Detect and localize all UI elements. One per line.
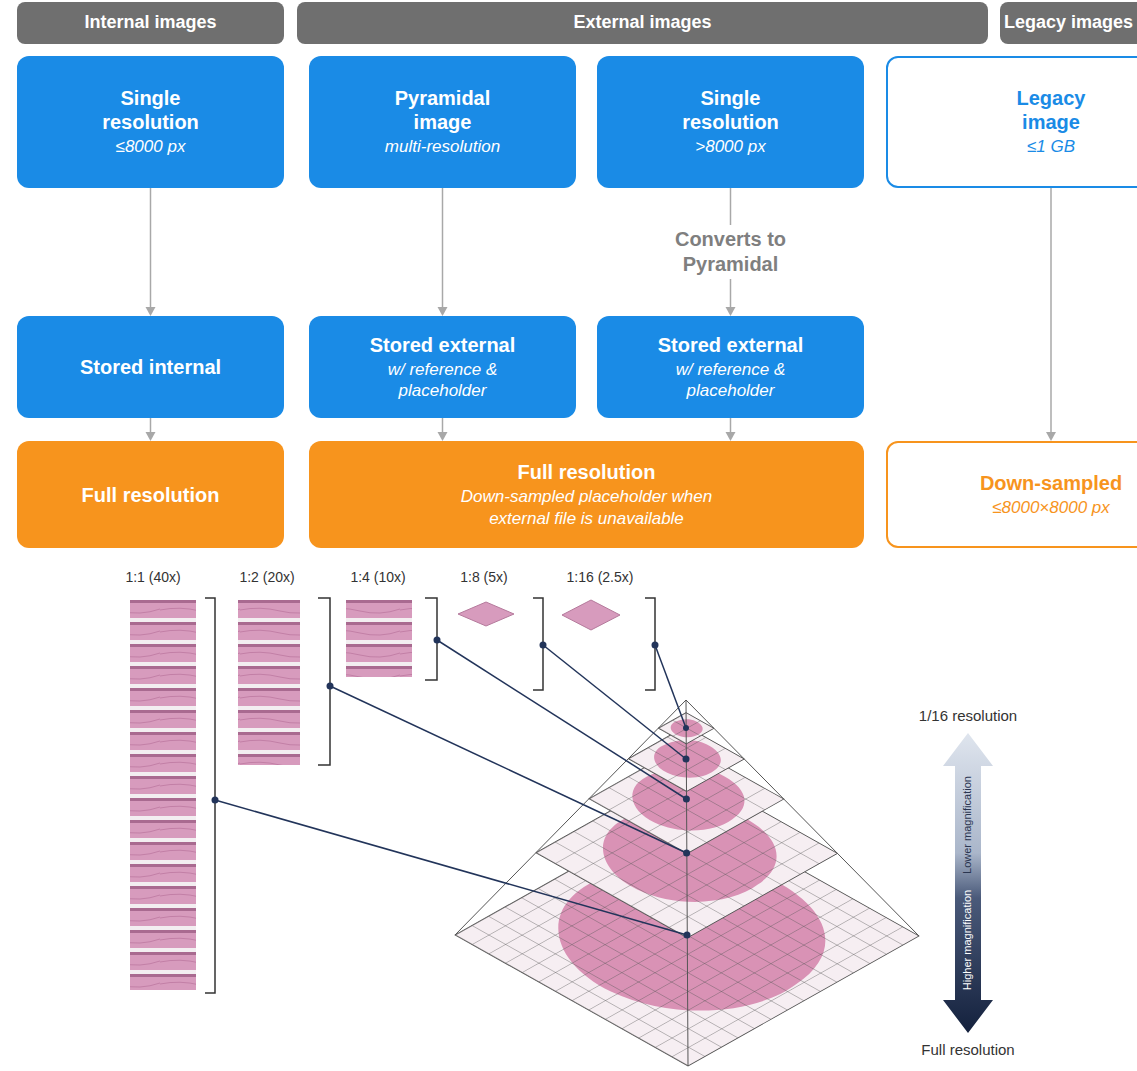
box-heading: Down-sampled [980,471,1122,495]
dot [683,850,690,857]
box-subtext: >8000 px [695,136,765,157]
storage-box: Stored externalw/ reference & placeholde… [597,316,864,418]
dot [683,725,689,731]
storage-box: Stored externalw/ reference & placeholde… [309,316,576,418]
leader-lines [215,640,687,935]
scale-label: 1:2 (20x) [239,569,294,586]
arrow-head [146,307,156,316]
magnification-arrow [943,733,993,1033]
arrow-text: Lower magnification [961,776,974,874]
leader-dots [212,637,691,939]
bracket [318,598,330,765]
connector-line [150,188,152,308]
input-box: Pyramidal imagemulti-resolution [309,56,576,188]
box-heading: External images [573,12,711,34]
dot [327,683,334,690]
box-subtext: ≤8000 px [116,136,186,157]
box-subtext: w/ reference & placeholder [358,359,528,402]
storage-box: Stored internal [17,316,284,418]
arrow-head [438,432,448,441]
connector-line [1050,188,1052,433]
box-subtext: Down-sampled placeholder when external f… [442,486,732,529]
arrow-head [726,307,736,316]
flow-connector [438,418,448,441]
box-heading: Single resolution [86,86,216,134]
leader-line [437,640,686,799]
dot [434,637,441,644]
header-tab: External images [297,2,988,44]
scale-label: 1/16 resolution [919,707,1017,725]
input-box: Single resolution≤8000 px [17,56,284,188]
pyramid-edge [455,700,686,935]
box-heading: Stored external [370,333,516,357]
box-heading: Pyramidal image [378,86,508,134]
scale-label: 1:1 (40x) [125,569,180,586]
edge-label: Converts to Pyramidal [657,225,805,279]
arrow-head [146,432,156,441]
dot [683,796,690,803]
pyramid-edge [686,700,919,936]
box-heading: Single resolution [666,86,796,134]
box-subtext: multi-resolution [385,136,500,157]
legacy-output-box: Down-sampled≤8000×8000 px [886,441,1137,548]
scale-label: 1:8 (5x) [460,569,507,586]
dot [684,932,691,939]
flow-connector [146,418,156,441]
tile [458,602,514,626]
leader-line [655,645,686,728]
scale-label: Full resolution [921,1041,1014,1059]
dot [540,642,547,649]
leader-line [330,686,687,853]
connector-line [150,418,152,433]
box-heading: Full resolution [518,460,656,484]
tile-stack [346,600,412,677]
box-heading: Internal images [84,12,216,34]
header-tab: Legacy images [1000,2,1137,44]
scale-label: 1:16 (2.5x) [567,569,634,586]
tile-stack [130,600,196,990]
arrow-text: Higher magnification [961,890,974,990]
scale-label: 1:4 (10x) [350,569,405,586]
box-subtext: ≤1 GB [1027,136,1075,157]
connector-line [442,418,444,433]
leader-line [543,645,686,759]
flow-connector [146,188,156,316]
dot [652,642,659,649]
arrow-head [438,307,448,316]
box-subtext: w/ reference & placeholder [646,359,816,402]
box-heading: Legacy images [1004,12,1133,34]
flow-connector [438,188,448,316]
arrow-head [726,432,736,441]
box-heading: Stored external [658,333,804,357]
tile-stack [238,600,300,765]
dot [212,797,219,804]
input-box: Single resolution>8000 px [597,56,864,188]
connector-line [442,188,444,308]
pyramid-edge [686,700,688,1066]
box-heading: Legacy image [986,86,1116,134]
box-subtext: ≤8000×8000 px [992,497,1110,518]
bracket [205,598,215,993]
dot [683,756,690,763]
arrow-head [1046,432,1056,441]
legacy-input-box: Legacy image≤1 GB [886,56,1137,188]
pyramid-edges [455,700,919,1066]
flow-connector [1046,188,1056,441]
tile [562,600,620,630]
header-tab: Internal images [17,2,284,44]
output-box: Full resolutionDown-sampled placeholder … [309,441,864,548]
box-heading: Stored internal [80,355,221,379]
flow-connector [726,418,736,441]
connector-line [730,418,732,433]
box-heading: Full resolution [82,483,220,507]
output-box: Full resolution [17,441,284,548]
